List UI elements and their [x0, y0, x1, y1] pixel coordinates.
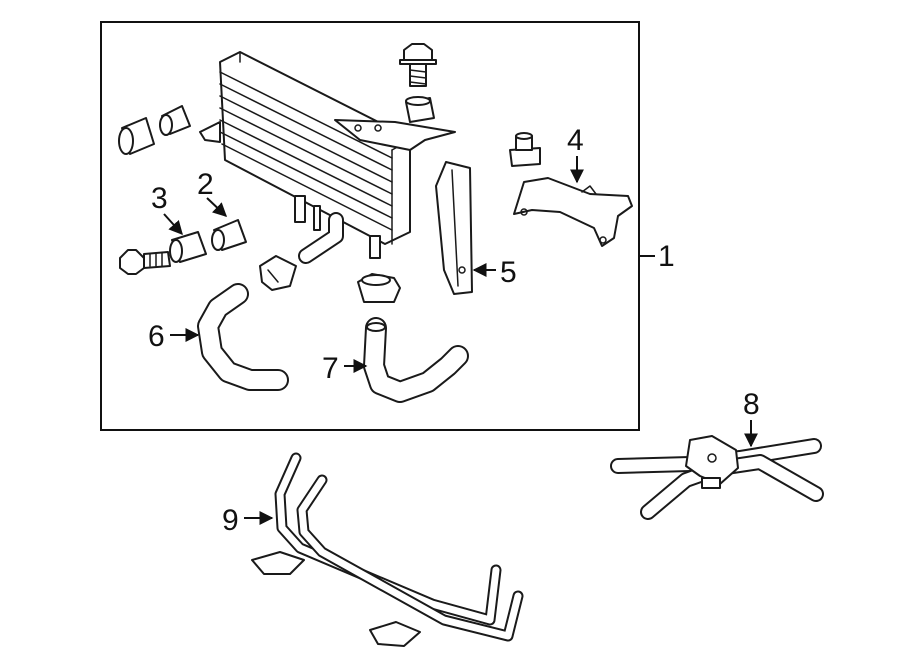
cooler-hose-6 [197, 283, 289, 391]
mount-bolt-lower [119, 249, 171, 275]
cooler-pipe-assembly-8 [610, 435, 824, 520]
cooler-pipe-assembly-9 [251, 452, 524, 647]
cooler-assembly-frame [100, 21, 640, 431]
cooler-outlet-tube [298, 212, 344, 264]
rubber-mount-upper-left [118, 117, 155, 155]
hose-clamp-left [259, 255, 297, 291]
rubber-bushing-3 [169, 231, 207, 263]
hose-clamp-right [357, 273, 401, 303]
oil-cooler-core [199, 51, 456, 259]
leader-2 [206, 197, 228, 217]
callout-6: 6 [148, 320, 165, 353]
callout-2: 2 [197, 168, 214, 201]
callout-4: 4 [567, 124, 584, 157]
callout-9: 9 [222, 504, 239, 537]
callout-7: 7 [322, 352, 339, 385]
rubber-mount-upper-right [159, 105, 191, 136]
callout-3: 3 [151, 182, 168, 215]
cooler-side-bracket [435, 161, 473, 295]
callout-1: 1 [658, 240, 675, 273]
bushing-right [509, 132, 541, 167]
bushing-top [405, 96, 435, 123]
cooler-hose-7 [363, 317, 469, 403]
callout-8: 8 [743, 388, 760, 421]
callout-5: 5 [500, 256, 517, 289]
rubber-bushing-2 [211, 219, 247, 251]
leader-3 [163, 213, 183, 236]
mount-bolt-top [399, 43, 437, 87]
cooler-bracket [513, 177, 633, 247]
